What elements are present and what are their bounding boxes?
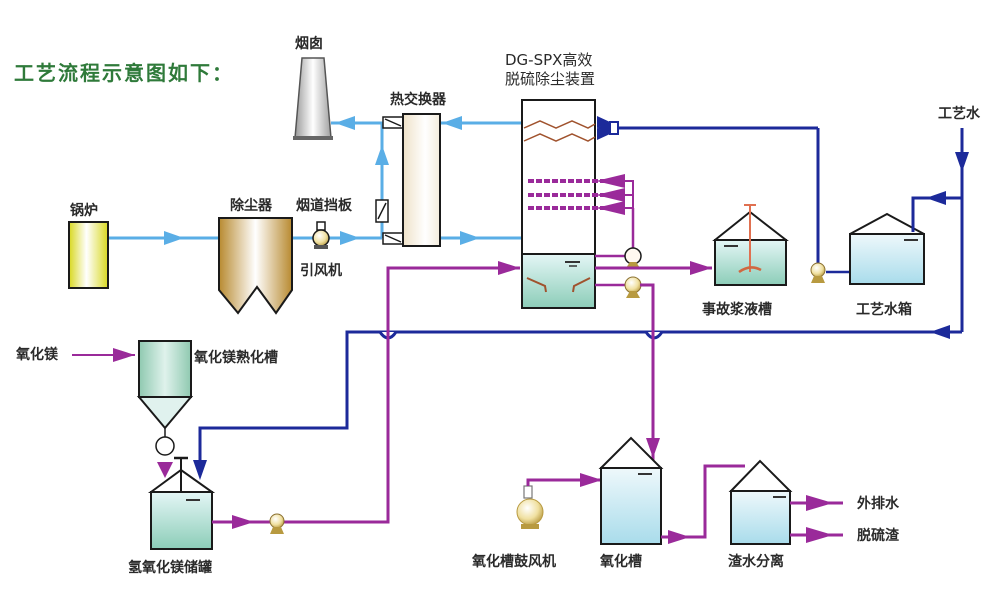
heat-exchanger: 热交换器 [390,91,447,247]
discharge-pump [595,276,653,298]
slag-water-separator: 渣水分离 外排水 脱硫渣 [728,459,900,570]
flue-gas-lines [108,121,522,240]
process-water-pump [810,262,852,283]
induced-fan: 引风机 [300,221,342,279]
arrow-icon [955,152,969,172]
dampers [375,116,404,245]
fan-icon [312,229,330,247]
process-water-tank-label: 工艺水箱 [856,301,912,318]
arrow-icon [442,116,462,130]
arrow-icon [340,231,360,245]
water-to-demister [597,116,820,265]
process-water-label: 工艺水 [938,105,981,122]
mgo-label: 氧化镁 [15,346,59,363]
desulfurizer-label-2: 脱硫除尘装置 [505,70,595,88]
slurry-to-oxidation [640,283,660,460]
arrow-icon [806,495,833,511]
arrow-icon [597,121,610,135]
arrow-icon [164,231,184,245]
circulation-pump [595,247,642,268]
dust-collector-label: 除尘器 [230,197,273,214]
slurry-to-accident-tank [595,261,712,275]
arrow-icon [157,462,173,478]
arrow-icon [580,473,602,487]
arrow-icon [232,515,254,529]
accident-slurry-tank: 事故浆液槽 [702,204,789,318]
process-water-inlet: 工艺水 [193,105,981,480]
oxidation-blower-label: 氧化槽鼓风机 [471,553,556,570]
arrow-icon [668,530,690,544]
heat-exchanger-label: 热交换器 [390,91,447,108]
chimney-label: 烟囱 [295,35,323,52]
chimney: 烟囱 [293,35,333,140]
boiler: 锅炉 [68,202,109,289]
arrow-icon [113,348,135,362]
arrow-icon [375,145,389,165]
oxidation-tank-label: 氧化槽 [599,553,642,570]
arrow-icon [193,460,207,480]
slag-label: 脱硫渣 [857,527,900,544]
demister [523,120,596,129]
diagram-title: 工艺流程示意图如下： [14,61,234,85]
desulfurizer-label-1: DG-SPX高效 [505,51,592,69]
boiler-label: 锅炉 [70,202,98,219]
arrow-icon [926,191,946,205]
separator-label: 渣水分离 [728,553,784,570]
blower-icon [516,498,544,526]
flue-gas-arrows [164,116,480,245]
pump-icon [810,262,826,278]
demister [523,133,596,142]
mgoh-feed-line [282,261,520,524]
process-water-tank: 工艺水箱 [849,212,925,318]
arrow-icon [498,261,520,275]
dust-collector: 除尘器 [218,197,293,315]
mgoh-storage-tank-label: 氢氧化镁储罐 [128,559,212,576]
pump-icon [624,247,642,265]
mgo-slaking-tank-label: 氧化镁熟化槽 [193,349,278,366]
mgoh-storage-tank: 氢氧化镁储罐 [128,456,285,576]
pump-icon [269,513,285,529]
induced-fan-label: 引风机 [300,262,342,279]
desulfurizer-tower [521,99,596,309]
oxidation-tank: 氧化槽 [598,436,745,570]
mgo-slaking-tank: 氧化镁熟化槽 [136,340,278,478]
arrow-icon [690,261,712,275]
arrow-icon [460,231,480,245]
arrow-icon [806,527,833,543]
accident-tank-label: 事故浆液槽 [702,301,772,318]
arrow-icon [646,438,660,458]
arrow-icon [335,116,355,130]
effluent-label: 外排水 [857,495,900,512]
pump-icon [624,276,642,294]
mgo-input: 氧化镁 [15,346,135,363]
flue-damper-label: 烟道挡板 [296,197,353,214]
rotary-valve-icon [155,436,175,456]
spray-headers [528,174,635,248]
arrow-icon [930,325,950,339]
